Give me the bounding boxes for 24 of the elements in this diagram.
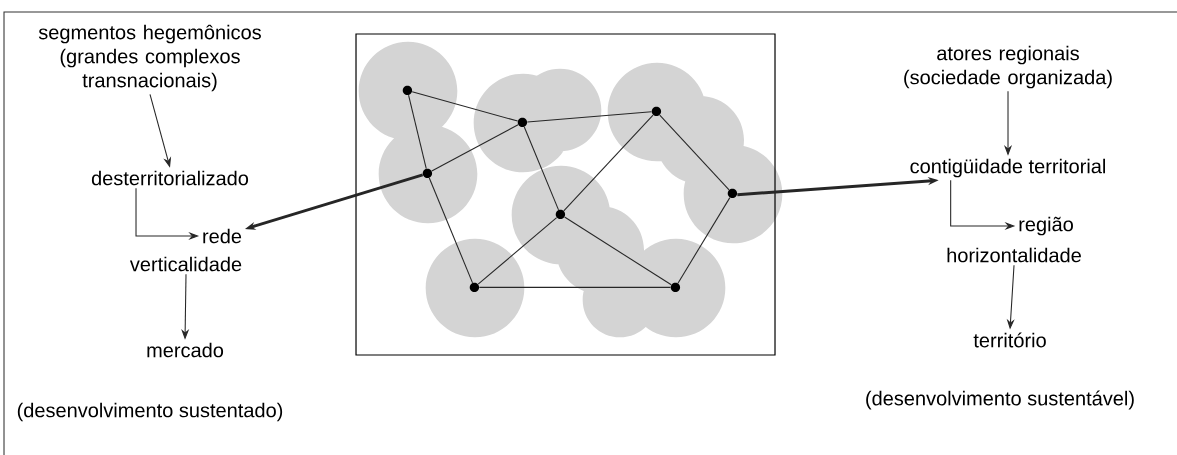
line — [477, 217, 558, 285]
line — [411, 91, 519, 122]
text-label: contigüidade territorial — [910, 158, 1105, 178]
text-label: segmentos hegemônicos (grandes complexos transnacionais) — [38, 24, 261, 92]
line — [563, 114, 654, 212]
text-label: atores regionais (sociedade organizada) — [904, 45, 1112, 89]
text-label: região — [1019, 216, 1073, 236]
line — [523, 126, 560, 211]
text-label: horizontalidade — [947, 247, 1081, 263]
note-text: (desenvolvimento sustentável) — [866, 390, 1134, 410]
text-label: desterritorializado — [91, 170, 249, 186]
text-label: rede — [203, 228, 242, 244]
line — [478, 286, 671, 288]
line — [659, 114, 730, 191]
text-label: mercado — [147, 342, 224, 358]
line — [408, 94, 427, 170]
line — [428, 177, 474, 284]
line — [564, 216, 672, 286]
line — [677, 197, 731, 284]
text-label: território — [973, 332, 1046, 348]
text-label: verticalidade — [129, 256, 242, 272]
note-text: (desenvolvimento sustentado) — [17, 402, 283, 422]
line — [526, 111, 653, 123]
line — [431, 124, 519, 172]
